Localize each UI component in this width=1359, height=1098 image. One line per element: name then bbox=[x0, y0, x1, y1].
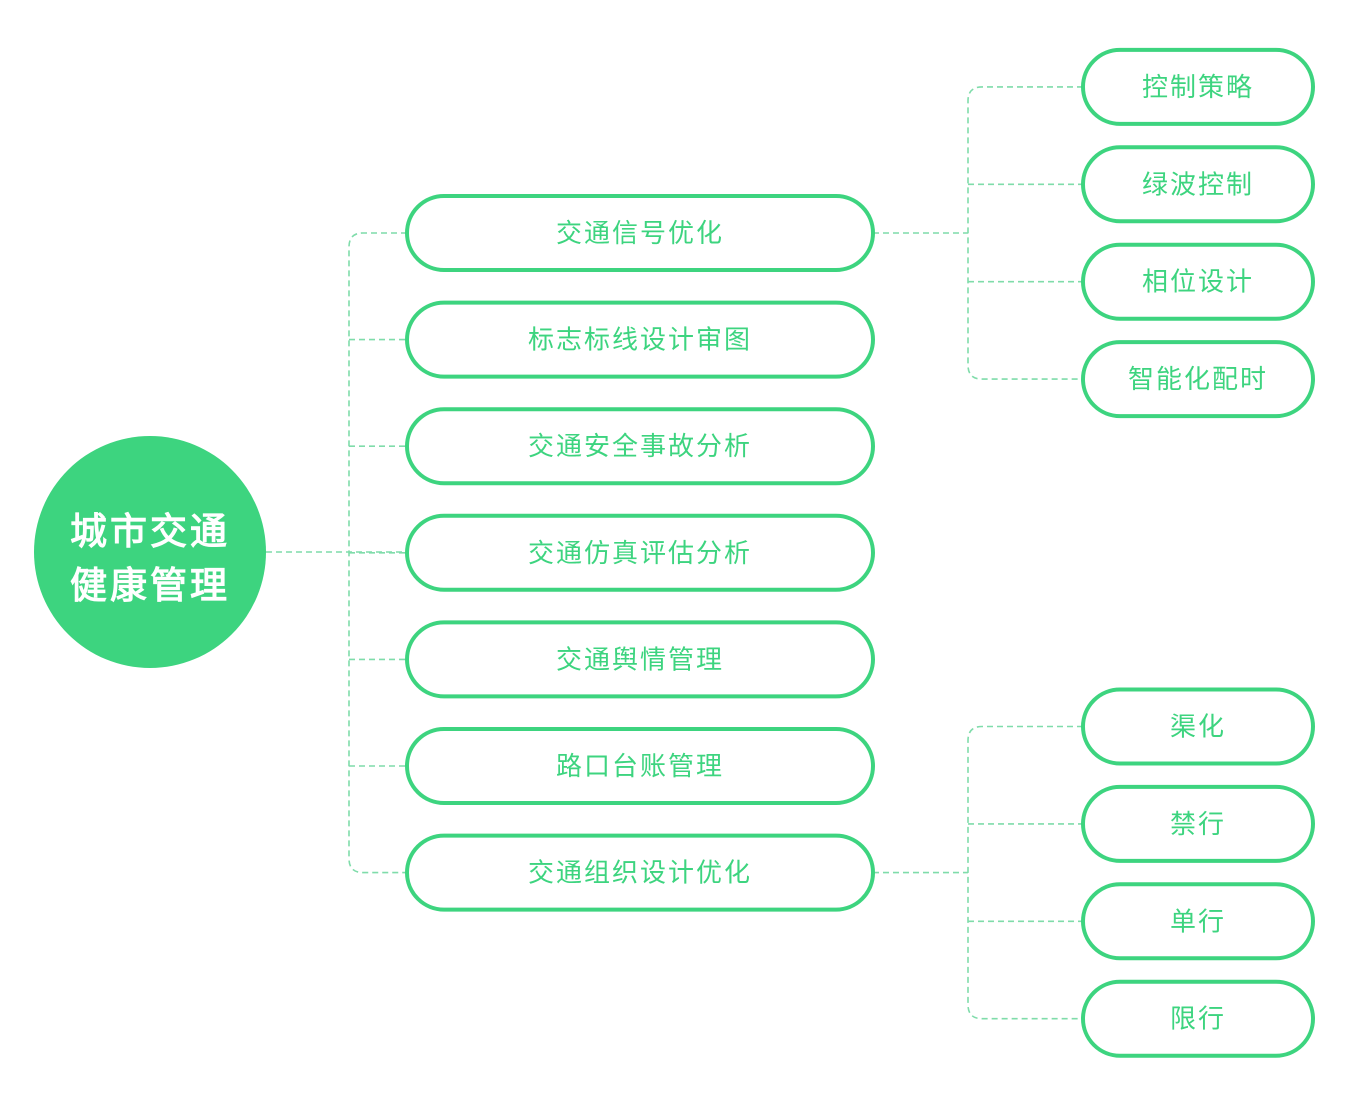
leaf-pill-0-2 bbox=[1081, 242, 1315, 321]
branch-label-5: 路口台账管理 bbox=[556, 752, 724, 782]
leaf-label-6-2: 单行 bbox=[1170, 907, 1226, 937]
leaf-label-0-1: 绿波控制 bbox=[1142, 170, 1254, 200]
branch-node-0: 交通信号优化 bbox=[405, 194, 875, 272]
branch-node-6: 交通组织设计优化 bbox=[405, 833, 875, 912]
leaf-node-6-2: 单行 bbox=[1081, 882, 1315, 961]
leaf-label-0-2: 相位设计 bbox=[1142, 268, 1254, 298]
leaf-label-6-3: 限行 bbox=[1170, 1005, 1226, 1035]
root-circle bbox=[34, 436, 266, 668]
leaf-label-6-1: 禁行 bbox=[1170, 810, 1226, 840]
branch-pill-3 bbox=[405, 513, 875, 592]
branch-node-4: 交通舆情管理 bbox=[405, 620, 875, 699]
branch-node-2: 交通安全事故分析 bbox=[405, 407, 875, 486]
branch-node-3: 交通仿真评估分析 bbox=[405, 513, 875, 592]
leaf-label-6-0: 渠化 bbox=[1170, 713, 1226, 743]
leaf-node-0-3: 智能化配时 bbox=[1081, 340, 1315, 419]
leaf-node-6-3: 限行 bbox=[1081, 979, 1315, 1058]
branch-node-5: 路口台账管理 bbox=[405, 727, 875, 805]
leaf-pill-0-3 bbox=[1081, 340, 1315, 419]
leaf-pill-0-1 bbox=[1081, 145, 1315, 224]
leaf-label-0-3: 智能化配时 bbox=[1128, 365, 1268, 395]
leaf-node-0-0: 控制策略 bbox=[1081, 47, 1315, 126]
branch-pill-0 bbox=[405, 194, 875, 272]
leaf-node-6-0: 渠化 bbox=[1081, 687, 1315, 766]
branch-label-3: 交通仿真评估分析 bbox=[528, 539, 752, 569]
branch-label-0: 交通信号优化 bbox=[556, 219, 724, 249]
leaf-pill-6-3 bbox=[1081, 979, 1315, 1058]
branch-node-1: 标志标线设计审图 bbox=[405, 300, 875, 379]
branch-pill-2 bbox=[405, 407, 875, 486]
connector-leaf-spine-6 bbox=[967, 725, 1083, 1020]
leaf-node-0-2: 相位设计 bbox=[1081, 242, 1315, 321]
branch-label-2: 交通安全事故分析 bbox=[528, 432, 752, 462]
leaf-pill-6-2 bbox=[1081, 882, 1315, 961]
leaf-pill-6-0 bbox=[1081, 687, 1315, 766]
leaf-node-0-1: 绿波控制 bbox=[1081, 145, 1315, 224]
connector-leaf-spine-0 bbox=[967, 86, 1083, 380]
leaf-pill-6-1 bbox=[1081, 784, 1315, 863]
branch-pill-4 bbox=[405, 620, 875, 699]
leaf-label-0-0: 控制策略 bbox=[1142, 73, 1254, 103]
branch-pill-5 bbox=[405, 727, 875, 805]
branch-label-1: 标志标线设计审图 bbox=[528, 326, 752, 356]
connector-lines bbox=[266, 86, 1083, 1020]
branch-label-4: 交通舆情管理 bbox=[556, 645, 724, 675]
leaf-pill-0-0 bbox=[1081, 47, 1315, 126]
branch-pill-6 bbox=[405, 833, 875, 912]
leaf-node-6-1: 禁行 bbox=[1081, 784, 1315, 863]
root-title-line-2: 健康管理 bbox=[70, 564, 230, 607]
branch-pill-1 bbox=[405, 300, 875, 379]
branch-label-6: 交通组织设计优化 bbox=[528, 859, 752, 889]
root-title-line-1: 城市交通 bbox=[70, 510, 230, 553]
